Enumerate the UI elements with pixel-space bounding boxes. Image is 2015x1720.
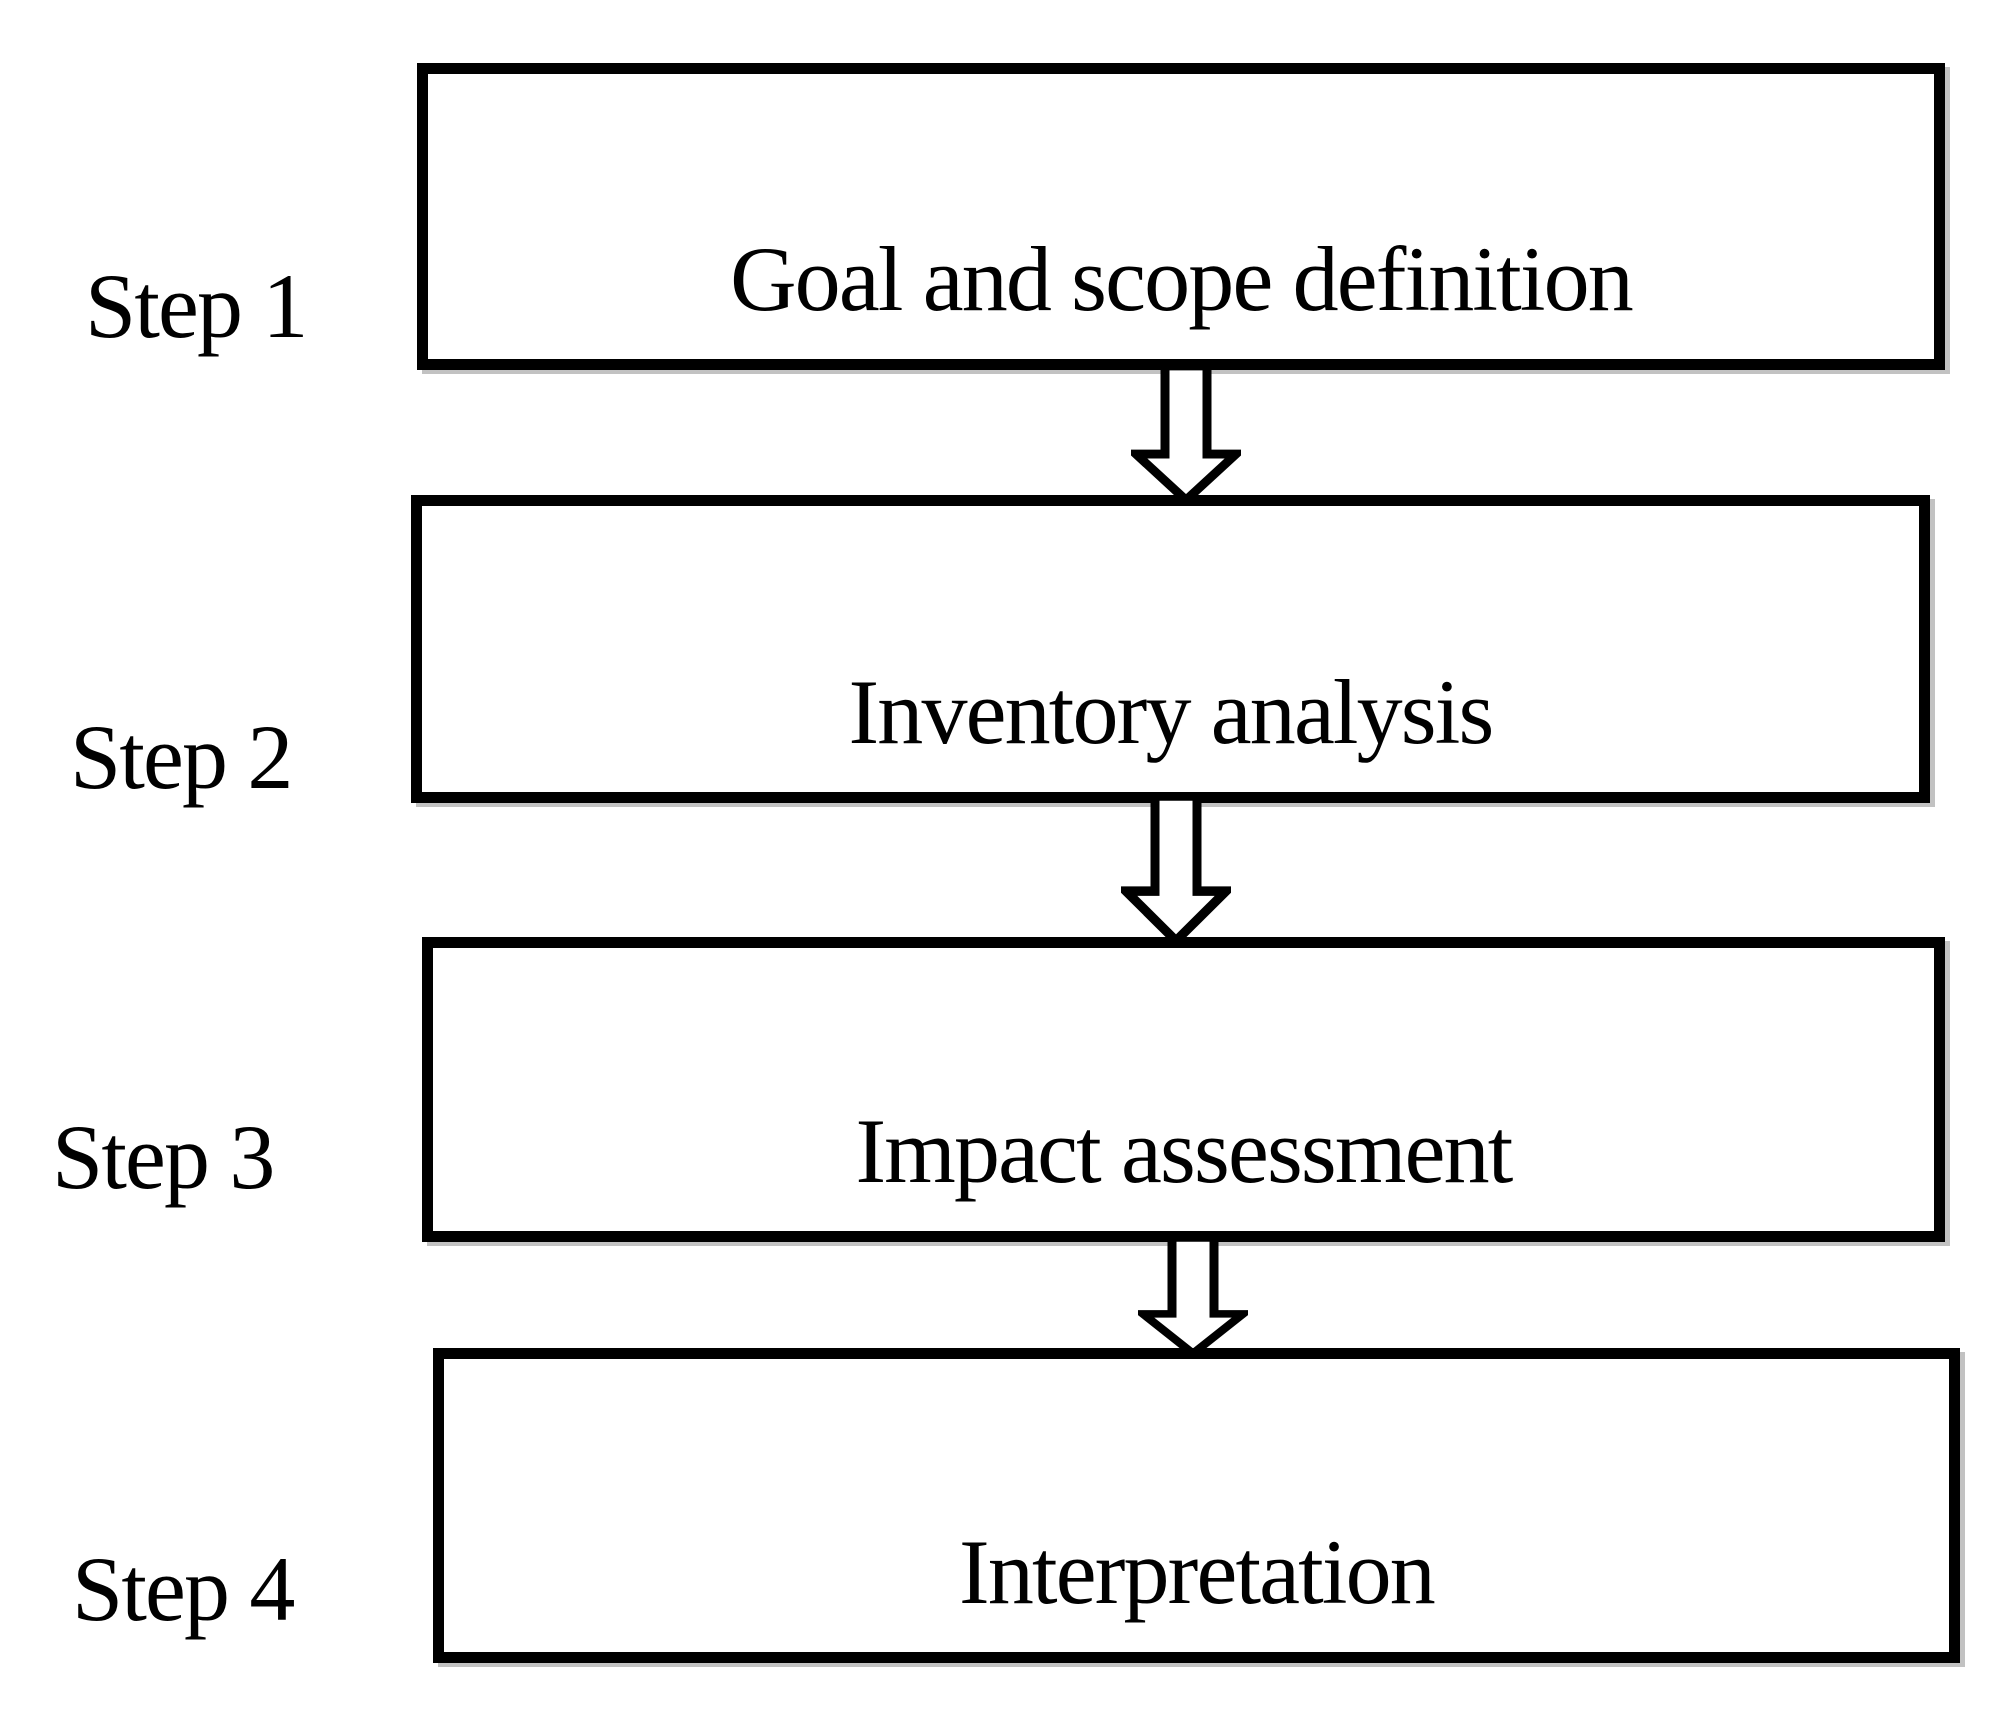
- process-box-title: Impact assessment: [855, 1100, 1514, 1202]
- down-arrow-icon: [1121, 796, 1231, 944]
- down-arrow-icon: [1138, 1238, 1248, 1356]
- step-label-2: Step 2: [70, 706, 293, 808]
- step-label-4: Step 4: [72, 1538, 295, 1640]
- step-label-1: Step 1: [85, 255, 308, 357]
- process-box-title: Inventory analysis: [848, 661, 1495, 763]
- process-box-impact-assessment: Impact assessment: [422, 937, 1945, 1242]
- process-box-goal-and-scope: Goal and scope definition: [417, 63, 1945, 370]
- process-box-title: Goal and scope definition: [730, 228, 1634, 330]
- process-box-title: Interpretation: [959, 1521, 1436, 1623]
- step-label-3: Step 3: [52, 1106, 275, 1208]
- process-box-inventory-analysis: Inventory analysis: [411, 495, 1930, 803]
- down-arrow-icon: [1131, 366, 1241, 503]
- process-box-interpretation: Interpretation: [433, 1348, 1960, 1663]
